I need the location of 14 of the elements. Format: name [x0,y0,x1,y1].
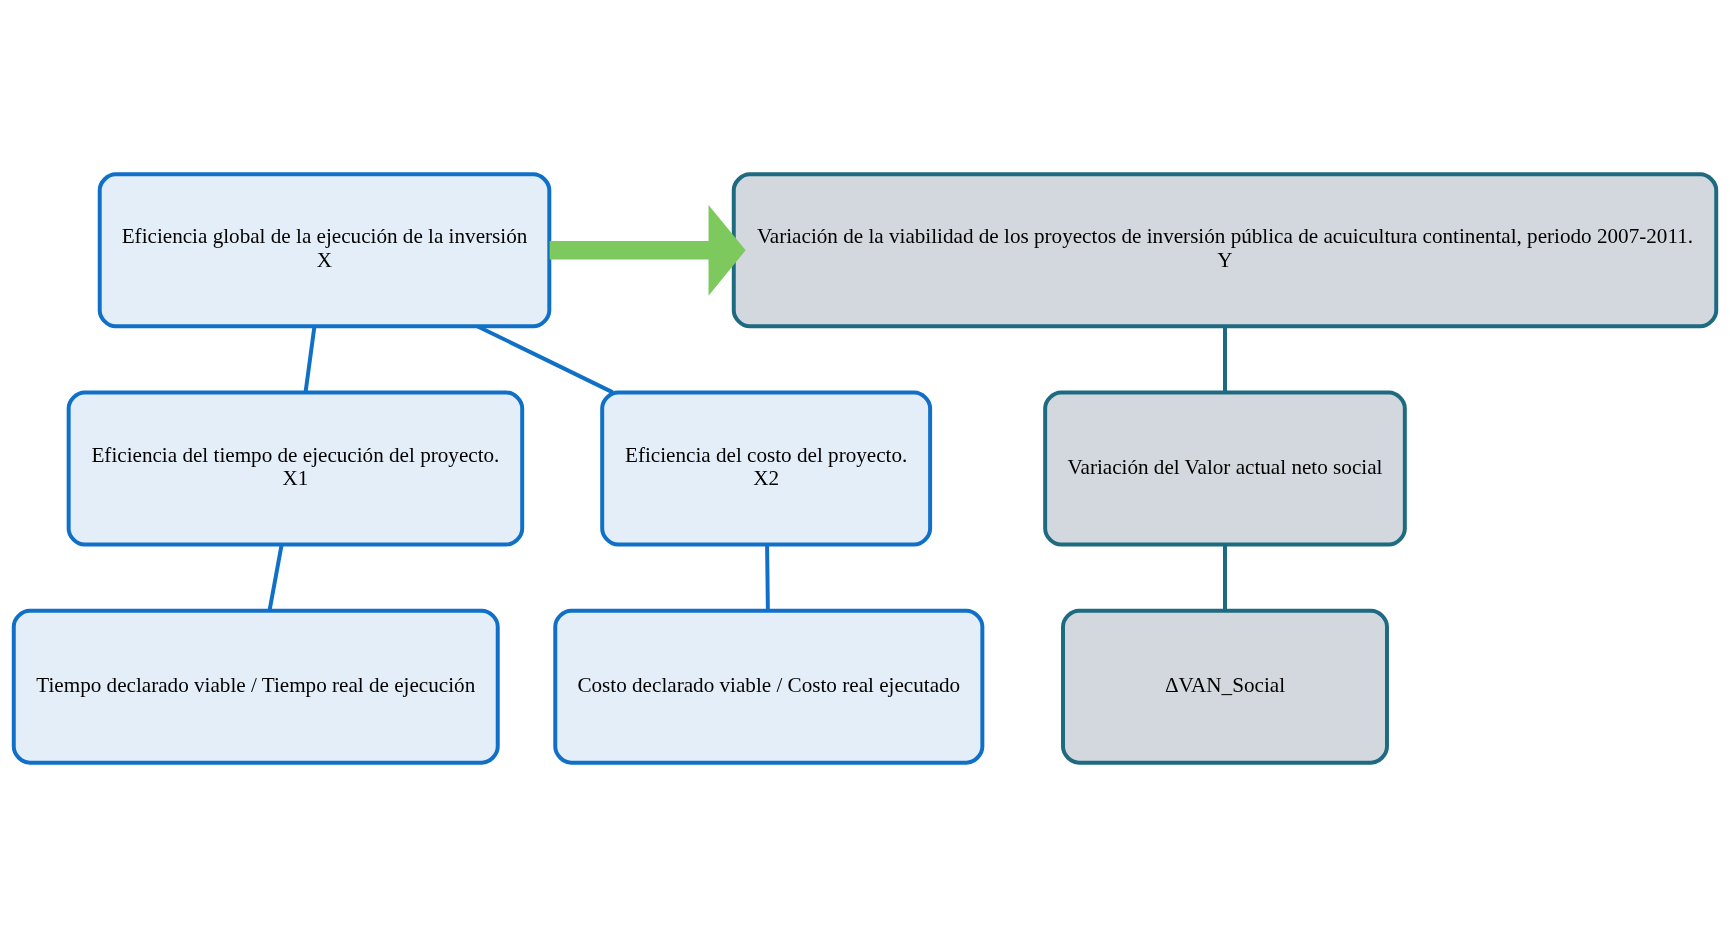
arrow [549,204,746,296]
connector [765,544,770,611]
node-box: ΔVAN_Social [1061,608,1389,765]
node-box: Eficiencia del costo del proyecto. X2 [600,390,933,547]
node-box: Tiempo declarado viable / Tiempo real de ejecución [11,608,500,765]
connector [1223,326,1227,393]
node-box: Variación del Valor actual neto social [1043,390,1407,547]
connector [303,326,317,393]
node-box: Eficiencia del tiempo de ejecución del proyecto. X1 [66,390,525,547]
node-box: Costo declarado viable / Costo real ejecutado [553,608,985,765]
node-box: Eficiencia global de la ejecución de la inversión X [97,172,552,329]
connector [267,544,284,611]
node-box: Variación de la viabilidad de los proyectos de inversión pública de acuicultura continental, periodo 2007-2011. Y [731,172,1719,329]
connector [1223,544,1227,611]
